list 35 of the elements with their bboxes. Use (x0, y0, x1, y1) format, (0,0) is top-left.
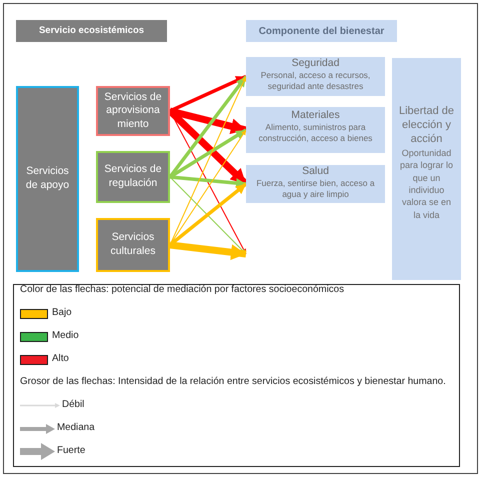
legend-label: Débil (62, 398, 84, 412)
legend-heading: Color de las flechas: potencial de mediación por factores socioeconómicos (20, 283, 344, 298)
wellbeing-description: Alimento, suministros para construcción, acceso a bienes (258, 122, 374, 146)
header-label: Componente del bienestar (258, 24, 384, 38)
service-box (96, 218, 170, 272)
legend-label: Fuerte (57, 444, 86, 458)
wellbeing-box (246, 165, 385, 203)
legend-heading: Grosor de las flechas: Intensidad de la relación entre servicios ecosistémicos y bienestar humano. (20, 375, 446, 390)
header-bar (246, 20, 397, 42)
wellbeing-box (246, 107, 385, 153)
arrow (170, 242, 246, 260)
header-label: Servicio ecosistémicos (38, 24, 144, 38)
service-box (96, 151, 170, 203)
header-bar (16, 20, 167, 42)
legend-label: Bajo (52, 306, 72, 320)
service-box (96, 86, 170, 136)
legend-label: Mediana (57, 421, 95, 436)
arrow (169, 108, 247, 134)
wellbeing-title: Libertad de elección y acción (398, 105, 456, 147)
wellbeing-title: Materiales (291, 110, 340, 122)
service-box (16, 86, 79, 272)
arrow (170, 175, 246, 188)
wellbeing-box (392, 58, 461, 280)
legend-label: Alto (52, 352, 69, 366)
wellbeing-title: Salud (302, 166, 329, 178)
wellbeing-description: Oportunidad para lograr lo que un individuo valora se en la vida (398, 146, 454, 221)
wellbeing-title: Seguridad (292, 58, 340, 70)
service-label: Servicios de regulación (103, 163, 163, 191)
wellbeing-description: Personal, acceso a recursos, seguridad ante desastres (260, 70, 372, 94)
service-label: Servicios culturales (110, 231, 156, 259)
wellbeing-box (246, 57, 385, 96)
service-label: Servicios de aprovisiona miento (103, 90, 163, 132)
wellbeing-description: Fuerza, sentirse bien, acceso a agua y aire limpio (255, 178, 376, 202)
service-label: Servicios de apoyo (24, 165, 70, 193)
legend-label: Medio (52, 329, 79, 344)
